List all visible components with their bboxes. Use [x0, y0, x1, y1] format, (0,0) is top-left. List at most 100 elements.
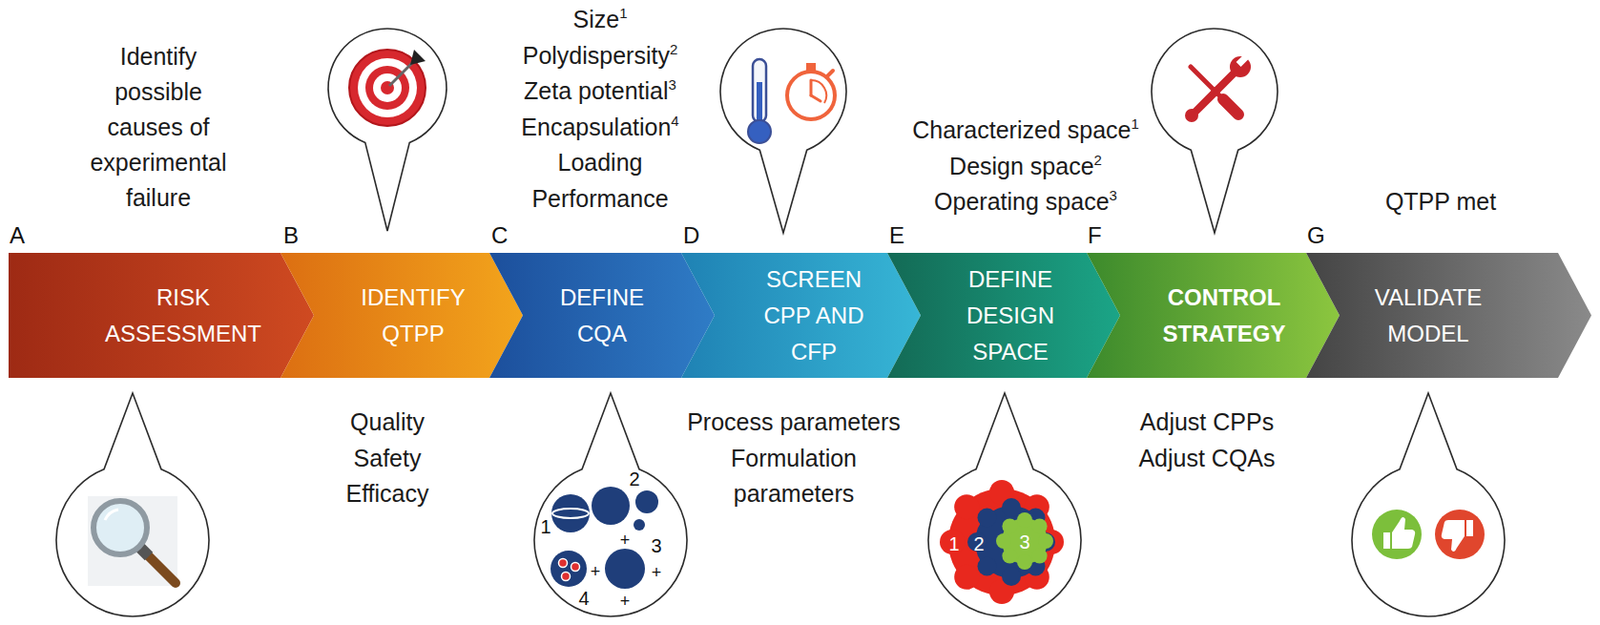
- target-icon: [389, 62, 413, 86]
- footnote-number: 3: [1109, 187, 1118, 204]
- attribute-list-line: Zeta potential3: [476, 73, 725, 110]
- step-letter: E: [889, 221, 928, 250]
- tools-icon: [1223, 99, 1239, 115]
- attribute-list: Size1Polydispersity2Zeta potential3Encap…: [476, 1, 725, 217]
- callout-number: 1: [540, 516, 551, 538]
- space-list: Operating space: [934, 187, 1109, 215]
- step-note: Formulation parameters: [730, 444, 857, 508]
- callout-number: 1: [533, 515, 559, 539]
- step-letter: C: [491, 221, 530, 250]
- attribute-list-line: Performance: [476, 181, 725, 218]
- attribute-list: Loading: [558, 148, 644, 176]
- chevron-label: CONTROL STRATEGY: [1147, 279, 1301, 353]
- process-chevron: RISK ASSESSMENT: [8, 252, 314, 378]
- design-space-cloud: [977, 557, 998, 577]
- speech-bubble: [56, 393, 209, 617]
- chevron-text: CONTROL STRATEGY: [1147, 279, 1301, 353]
- charge-sign-line: +: [612, 529, 638, 551]
- stopwatch-icon: [787, 71, 835, 120]
- process-chevron: DEFINE CQA: [489, 252, 715, 378]
- callout-number: 2: [973, 533, 984, 555]
- design-space-cloud: [954, 564, 979, 590]
- tools-icon: [1194, 70, 1237, 113]
- chevron-label: DEFINE DESIGN SPACE: [948, 261, 1073, 371]
- callout-number: 1: [941, 532, 967, 556]
- process-chevron: VALIDATE MODEL: [1306, 252, 1592, 378]
- design-space-cloud: [967, 498, 1056, 586]
- thumbs-icons: [1441, 519, 1465, 552]
- chevron-text: SCREEN CPP AND CFP: [751, 261, 876, 371]
- speech-bubble: [1151, 28, 1278, 233]
- chevron-text: RISK ASSESSMENT: [100, 279, 268, 353]
- step-letter-line: A: [9, 221, 48, 250]
- stopwatch-icon: [806, 62, 816, 71]
- step-letter: G: [1307, 222, 1326, 249]
- process-chevron: IDENTIFY QTPP: [280, 252, 523, 378]
- attribute-list: Size: [573, 5, 621, 33]
- nanoparticle-icons: [633, 519, 645, 531]
- step-note-line: Identify possible causes of experimental…: [80, 39, 238, 216]
- step-note: Efficacy: [345, 479, 429, 507]
- nanoparticle-icons: [635, 490, 659, 514]
- thumbs-icons: [1434, 509, 1485, 560]
- design-space-cloud: [939, 479, 1064, 604]
- footnote-number: 1: [619, 4, 627, 21]
- space-list-line: Operating space3: [882, 184, 1169, 221]
- step-note: QualitySafetyEfficacy: [291, 404, 483, 513]
- footnote-number: 3: [668, 76, 677, 93]
- chevron-text: DEFINE CQA: [540, 279, 665, 353]
- process-chevron: DEFINE DESIGN SPACE: [887, 252, 1121, 378]
- thermometer-icon: [748, 120, 771, 144]
- charge-sign: +: [651, 562, 663, 582]
- space-list: Design space: [949, 152, 1094, 180]
- step-letter: G: [1307, 221, 1346, 250]
- attribute-list: Zeta potential: [523, 77, 669, 104]
- design-space-cloud: [1001, 566, 1021, 586]
- chevron-label: DEFINE CQA: [540, 279, 665, 353]
- chevron-text: IDENTIFY QTPP: [351, 279, 476, 353]
- stopwatch-icon: [787, 62, 835, 120]
- attribute-list: Polydispersity: [522, 41, 670, 69]
- callout-number: 4: [578, 587, 589, 609]
- stopwatch-icon: [810, 80, 813, 96]
- chevron-text: VALIDATE MODEL: [1351, 279, 1505, 353]
- step-note-line: Quality: [291, 404, 483, 441]
- charge-sign: +: [644, 561, 669, 583]
- chevron-shape: [1086, 252, 1340, 378]
- charge-sign: +: [590, 561, 602, 582]
- step-letter: E: [889, 222, 905, 249]
- tools-icon: [1184, 54, 1251, 123]
- step-letter: F: [1087, 222, 1102, 249]
- tools-icon: [1236, 54, 1249, 67]
- charge-sign-line: +: [644, 561, 669, 583]
- speech-bubble: [928, 393, 1081, 617]
- attribute-list-line: Loading: [476, 145, 725, 182]
- target-icon: [349, 49, 426, 126]
- step-note-line: Formulation parameters: [679, 440, 909, 513]
- space-list: Characterized space1Design space2Operati…: [882, 112, 1169, 221]
- charge-sign: +: [612, 590, 638, 612]
- step-note: Adjust CQAs: [1138, 444, 1275, 472]
- design-space-cloud: [1032, 518, 1048, 534]
- step-note-line: Adjust CPPs: [1101, 404, 1312, 441]
- design-space-cloud: [939, 529, 965, 555]
- step-note: Identify possible causes of experimental…: [89, 42, 227, 211]
- step-letter: B: [283, 221, 322, 250]
- step-letter-line: F: [1087, 221, 1126, 250]
- chevron-shape: [8, 252, 314, 378]
- attribute-list-line: Size1: [476, 1, 725, 39]
- footnote-number: 2: [1094, 151, 1102, 168]
- speech-bubble: [328, 28, 447, 231]
- step-letter: C: [491, 222, 508, 249]
- chevron-label: RISK ASSESSMENT: [100, 279, 268, 353]
- stopwatch-icon: [827, 70, 833, 77]
- footnote-number: 2: [669, 41, 678, 58]
- step-letter: D: [683, 221, 722, 250]
- chevron-shape: [1306, 252, 1592, 378]
- charge-sign: +: [582, 561, 608, 582]
- nanoparticle-icons: [561, 572, 571, 582]
- callout-number: 2: [966, 532, 992, 556]
- attribute-list-line: Polydispersity2: [476, 38, 725, 75]
- speech-bubble: [534, 393, 687, 617]
- thumbs-icons: [1392, 517, 1415, 549]
